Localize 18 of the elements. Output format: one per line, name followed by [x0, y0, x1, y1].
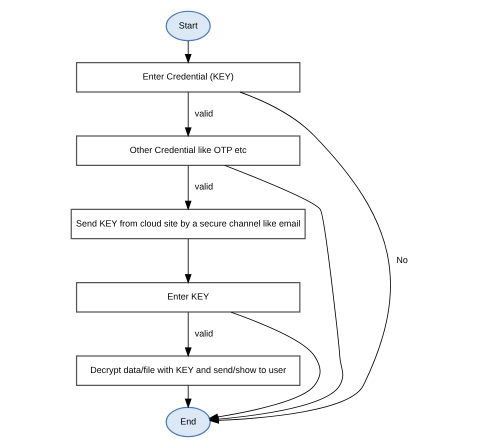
edge-label: No	[396, 254, 408, 265]
node-box: Decrypt data/file with KEY and send/show to user	[76, 355, 300, 386]
arrow	[208, 312, 320, 420]
arrow	[184, 238, 192, 284]
edge-label: valid	[194, 108, 214, 118]
edge-label: valid	[194, 328, 214, 338]
arrow	[184, 385, 192, 408]
arrow	[184, 40, 192, 64]
node-ellipse: End	[166, 406, 211, 438]
node-ellipse: Start	[166, 10, 211, 42]
arrow	[184, 165, 192, 211]
edge-label: valid	[194, 182, 214, 192]
arrow	[184, 92, 192, 138]
arrow	[184, 312, 192, 358]
node-box: Send KEY from cloud site by a secure channel like email	[70, 208, 306, 240]
node-box: Enter KEY	[76, 282, 300, 313]
node-box: Other Credential like OTP etc	[76, 135, 300, 166]
node-box: Enter Credential (KEY)	[76, 62, 300, 93]
